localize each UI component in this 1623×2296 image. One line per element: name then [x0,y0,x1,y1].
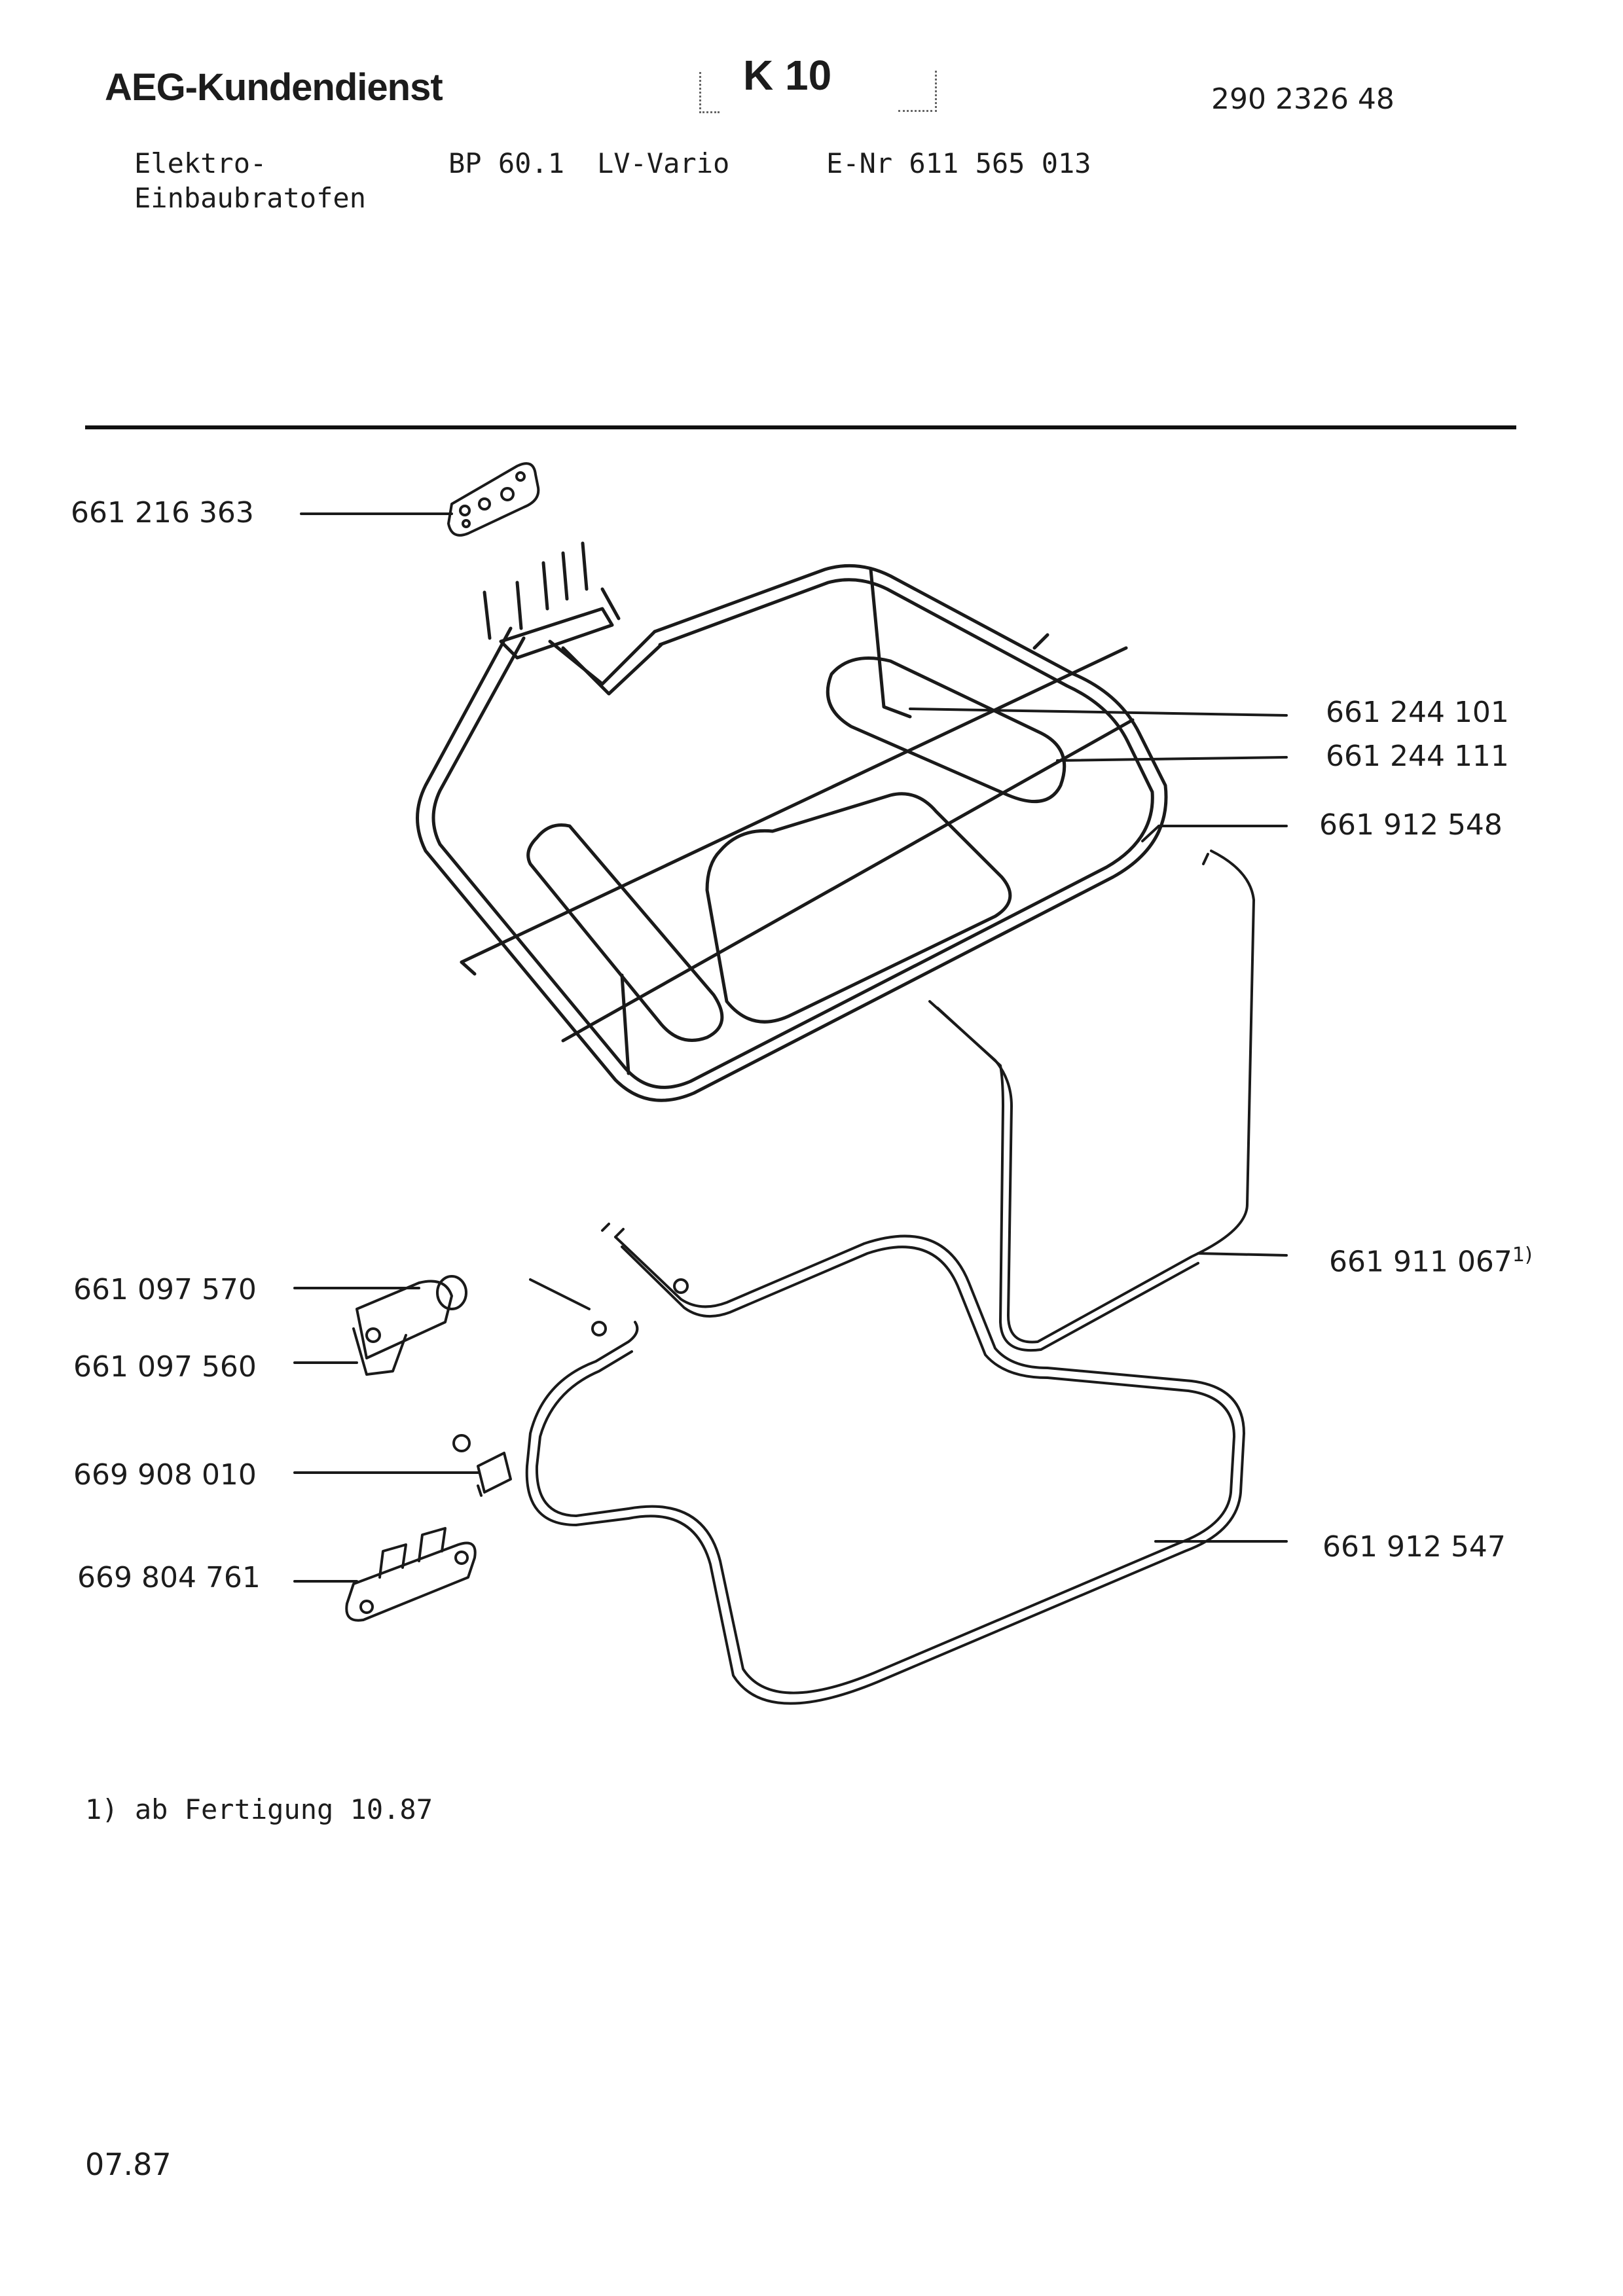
lower-heating-loop-part [525,1223,1245,1705]
revision-date: 07.87 [85,2147,172,2182]
terminal-block-part [345,1527,477,1622]
part-label-669908010: 669 908 010 [73,1458,257,1492]
document-number: 290 2326 48 [1211,82,1395,116]
mounting-clip-part [452,1434,512,1497]
part-label-661244101: 661 244 101 [1326,696,1509,729]
product-model: BP 60.1 [448,147,565,179]
page-code-bracket-left [699,72,720,113]
product-variant: LV-Vario [597,147,730,179]
leader-lines [293,512,1288,1583]
page-code: K 10 [743,52,832,99]
part-label-661097570: 661 097 570 [73,1273,257,1306]
footnote-marker: 1) [1512,1244,1533,1266]
part-label-661244111: 661 244 111 [1326,740,1509,773]
part-label-669804761: 669 804 761 [77,1561,261,1594]
page-code-bracket-right [898,71,937,112]
header-divider [85,425,1516,429]
product-type-line1: Elektro- [134,147,267,179]
brand-title: AEG-Kundendienst [105,66,443,109]
product-enr: E-Nr 611 565 013 [826,147,1091,179]
part-label-661912548: 661 912 548 [1319,808,1503,842]
part-label-661097560: 661 097 560 [73,1350,257,1384]
part-label-661912547: 661 912 547 [1322,1530,1506,1564]
grill-heating-element-part [416,541,1168,1102]
connector-part [352,1275,467,1376]
product-type-line2: Einbaubratofen [134,182,367,214]
part-label-661911067: 661 911 0671) [1329,1244,1533,1279]
bottom-heating-element-part [928,850,1255,1352]
footnote: 1) ab Fertigung 10.87 [85,1793,433,1825]
part-label-661216363: 661 216 363 [71,496,254,529]
terminal-plate-part [447,462,540,537]
